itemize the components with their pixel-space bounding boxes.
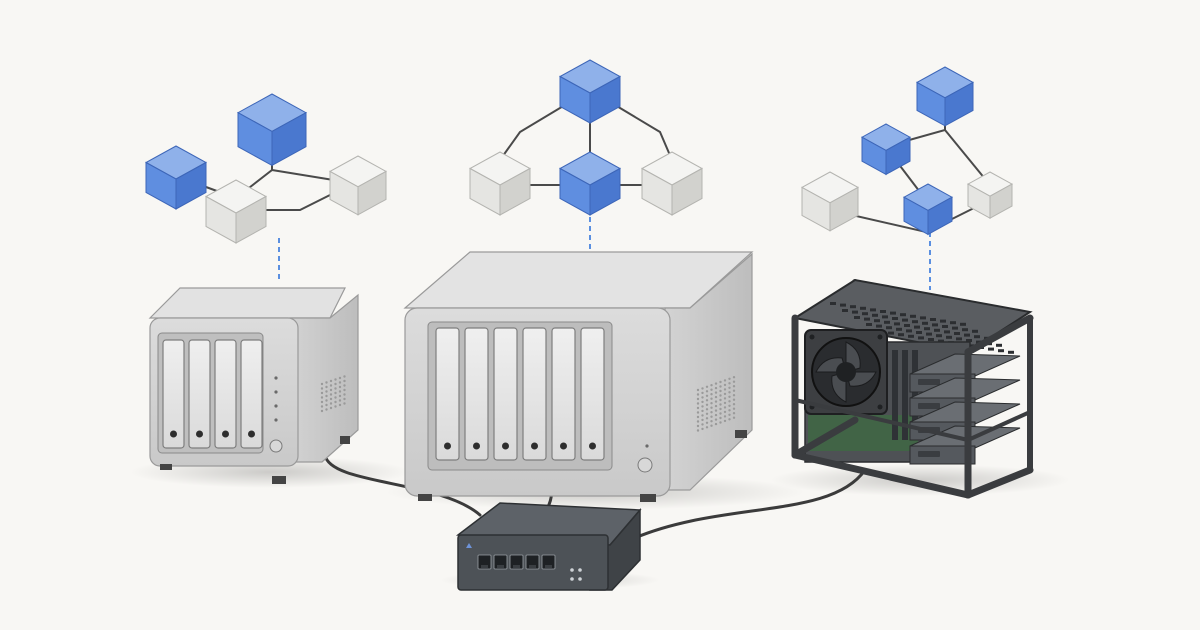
blue-cube-node [558,59,622,124]
side-vent [696,376,736,432]
switch-ports [477,554,556,570]
gray-cube-node [640,151,704,216]
nas-small-4-bay [148,287,359,484]
status-led [645,444,649,448]
ram-sticks [892,350,918,440]
open-frame-server [791,278,1034,499]
drive-bay [522,327,547,461]
blue-cube-node [236,93,308,167]
drive-bay [580,327,605,461]
ethernet-port [509,554,524,570]
side-vent [320,375,346,413]
drive-bay [188,339,211,449]
power-button [637,457,653,473]
gray-cube-node [800,171,860,232]
blue-cube-node [915,66,975,127]
cable-nas-small [323,453,482,517]
network-switch [455,502,642,591]
switch-leds [570,568,582,581]
drive-bay [162,339,185,449]
drive-bays [162,339,263,449]
gray-cube-node [468,151,532,216]
blue-cube-node [860,123,912,176]
drive-bay [464,327,489,461]
drive-bay [214,339,237,449]
gray-cube-node [204,179,268,244]
ethernet-port [477,554,492,570]
switch-logo-icon [466,543,472,548]
ethernet-port [493,554,508,570]
status-leds [274,376,278,422]
blue-cube-node [902,183,954,236]
gray-cube-node [966,171,1014,220]
drive-bays [435,327,605,461]
drive-bay [435,327,460,461]
blue-cube-node [144,145,208,210]
blue-cube-node [558,151,622,216]
power-button [269,439,283,453]
drive-bay [240,339,263,449]
ethernet-port [525,554,540,570]
cpu-fan [804,329,888,415]
drive-bay [551,327,576,461]
ethernet-port [541,554,556,570]
cable-server [628,468,867,542]
drive-bay [493,327,518,461]
nas-large-6-bay [403,251,754,502]
gray-cube-node [328,155,388,216]
cube-nodes [144,59,1014,244]
